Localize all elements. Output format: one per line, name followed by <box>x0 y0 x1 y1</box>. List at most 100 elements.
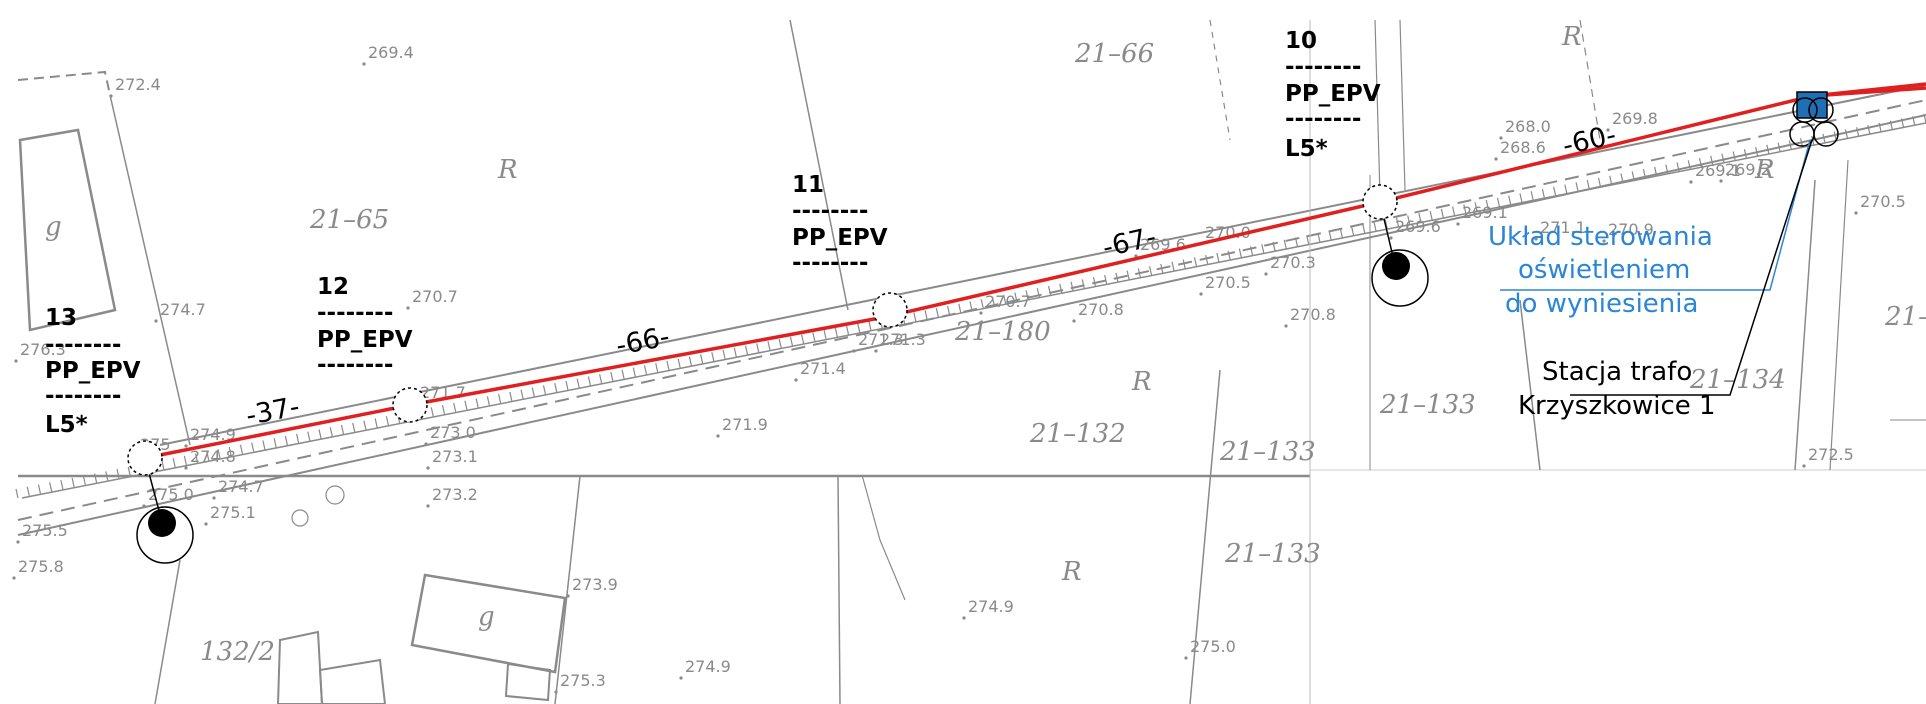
pole-10-marker[interactable] <box>1362 184 1398 220</box>
pole-separator: -------- <box>317 300 393 326</box>
hatch-tick <box>1788 140 1792 150</box>
hatch-tick <box>1519 193 1523 203</box>
pole-code: L5* <box>1285 136 1328 162</box>
hatch-tick <box>1160 263 1164 274</box>
pole-separator: -------- <box>1285 106 1361 132</box>
hatch-tick <box>105 471 109 481</box>
hatch-tick <box>217 449 221 459</box>
station-circle <box>1808 97 1834 123</box>
elevation-label: 275.0 <box>148 485 194 504</box>
span-length: -66- <box>613 321 672 362</box>
parcel-label: 132/2 <box>200 637 275 667</box>
pole-11-marker[interactable] <box>872 292 908 328</box>
hatch-tick <box>1530 191 1534 201</box>
hatch-tick <box>1171 261 1175 271</box>
hatch-tick <box>935 307 939 318</box>
elevation-label: 268.6 <box>1500 138 1546 157</box>
elevation-label: 270.5 <box>1205 273 1251 292</box>
parcel-label: 21–133 <box>1219 437 1316 467</box>
hatch-tick <box>453 402 457 413</box>
elevation-dot <box>716 434 720 438</box>
embankment-hatching <box>15 113 1926 499</box>
elevation-dot <box>566 594 570 598</box>
elevation-dot <box>406 306 410 310</box>
foundation-ring <box>136 506 194 564</box>
hatch-tick <box>1777 142 1781 152</box>
hatch-tick <box>610 371 614 382</box>
elevation-label: 269.8 <box>1612 109 1658 128</box>
pole-markers <box>127 184 1398 476</box>
hatch-tick <box>318 429 322 439</box>
hatch-tick <box>1081 279 1085 289</box>
hatch-tick <box>1541 188 1545 199</box>
parcel-label: 21–65 <box>309 205 389 235</box>
hatch-tick <box>1654 166 1658 177</box>
hatch-tick <box>1351 226 1355 236</box>
parcel-label: 21–132 <box>1029 419 1126 449</box>
hatch-tick <box>1115 272 1119 282</box>
elevation-dot <box>1499 136 1503 140</box>
elevation-label: 270.8 <box>1078 300 1124 319</box>
pole-12-marker[interactable] <box>392 387 428 423</box>
pole-13-marker[interactable] <box>127 440 163 476</box>
parcel-label: 21–180 <box>954 317 1051 347</box>
hatch-tick <box>565 380 569 391</box>
hatch-tick <box>1407 215 1411 225</box>
parcel-label: 21–133 <box>1224 539 1321 569</box>
hatch-tick <box>688 356 692 366</box>
hatch-tick <box>666 360 670 371</box>
hatch-tick <box>1900 118 1905 128</box>
hatch-tick <box>1261 244 1265 254</box>
hatch-tick <box>1272 241 1276 252</box>
elevation-dot <box>1719 179 1723 183</box>
hatch-tick <box>632 367 636 377</box>
hatch-tick <box>756 343 760 353</box>
hatch-tick <box>284 435 288 446</box>
elevation-dot <box>109 94 113 98</box>
hatch-tick <box>1148 266 1153 276</box>
hatch-tick <box>1014 292 1018 302</box>
elevation-label: 270.7 <box>985 292 1031 311</box>
hatch-tick <box>924 310 928 320</box>
elevation-label: 270.0 <box>1205 223 1251 242</box>
hatch-tick <box>599 374 603 384</box>
transformer-station[interactable] <box>1789 91 1839 147</box>
hatch-tick <box>1395 217 1400 227</box>
hatch-tick <box>340 424 345 435</box>
hatch-tick <box>958 303 962 313</box>
hatch-tick <box>1833 131 1837 141</box>
elevation-dot <box>1854 211 1858 215</box>
elevation-label: 273.9 <box>572 575 618 594</box>
elevation-label: 274.8 <box>190 447 236 466</box>
control-note-line: do wyniesienia <box>1505 289 1698 319</box>
hatch-tick <box>1227 250 1231 260</box>
elevation-label: 273.0 <box>430 423 476 442</box>
hatch-tick <box>1003 294 1007 305</box>
elevation-label: 271.9 <box>722 415 768 434</box>
elevation-dot <box>12 576 16 580</box>
hatch-tick <box>1182 259 1186 269</box>
hatch-tick <box>1710 155 1714 166</box>
elevation-dot <box>362 62 366 66</box>
hatch-tick <box>464 400 468 410</box>
control-note-line: oświetleniem <box>1518 255 1690 285</box>
hatch-tick <box>251 442 255 452</box>
pole-number: 10 <box>1285 28 1317 54</box>
elevation-dot <box>212 496 216 500</box>
elevation-dot <box>204 522 208 526</box>
parcel-label: 21–66 <box>1074 39 1154 69</box>
hatch-tick <box>486 396 490 406</box>
pole-label-11: 11 -------- PP_EPV -------- <box>792 172 888 276</box>
hatch-tick <box>1856 127 1860 137</box>
hatch-tick <box>1238 248 1242 258</box>
foundation-ring <box>1371 249 1429 307</box>
hatch-tick <box>183 455 187 466</box>
elevation-label: 274.7 <box>160 300 206 319</box>
pole-type: PP_EPV <box>792 225 888 251</box>
hatch-tick <box>1586 180 1590 190</box>
control-note-line: Układ sterowania <box>1488 222 1713 252</box>
elevation-dot <box>1199 292 1203 296</box>
hatch-tick <box>1362 224 1366 234</box>
elevation-label: 271.1 <box>1540 218 1586 237</box>
